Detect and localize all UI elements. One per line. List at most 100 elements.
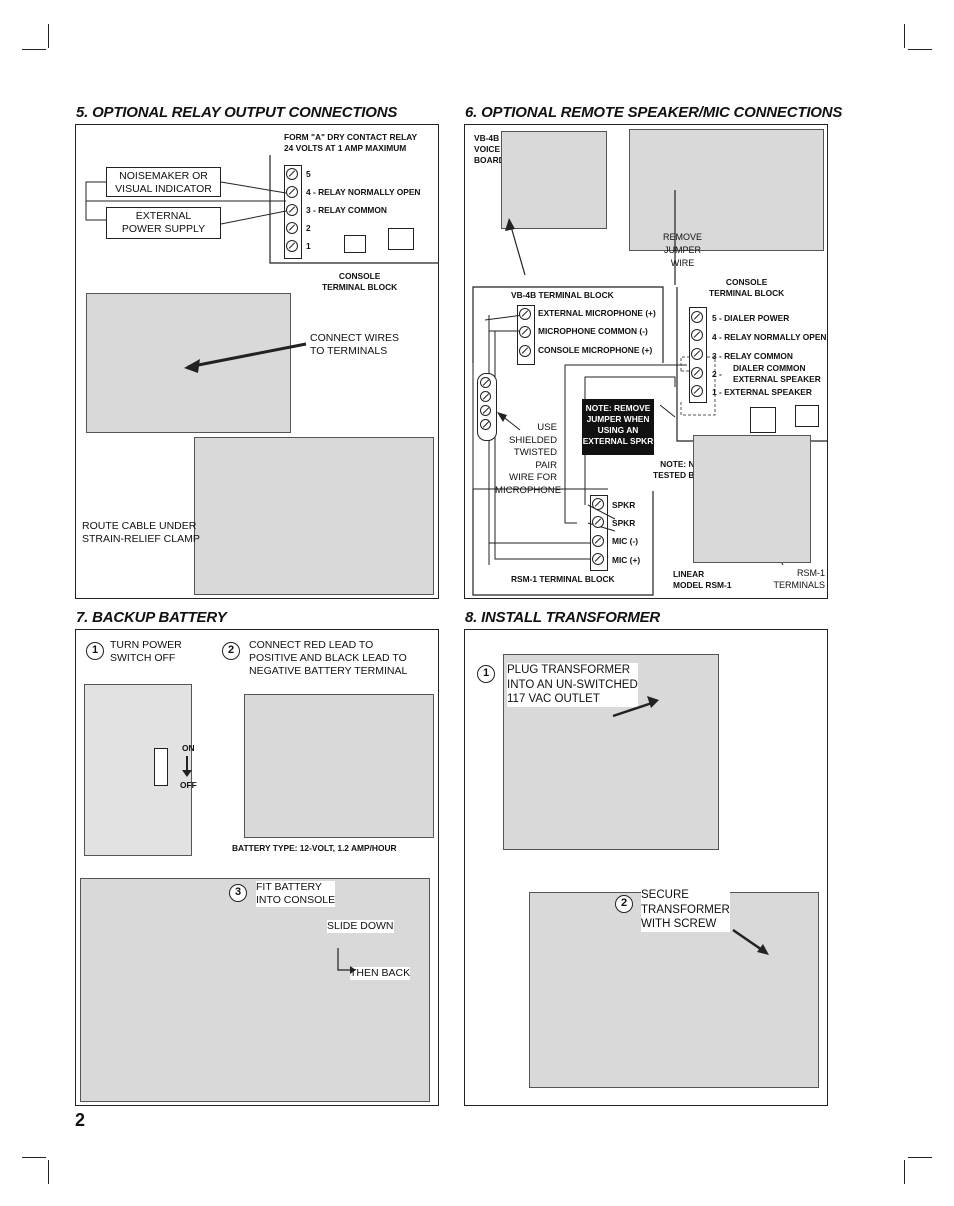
crop-mark — [48, 1160, 49, 1184]
console-board-outline — [85, 155, 438, 264]
terminal-screw — [691, 348, 703, 360]
rsm1-terminal-label: MIC (-) — [612, 536, 639, 546]
terminal-strip — [284, 165, 302, 259]
crop-mark — [904, 1160, 905, 1184]
terminal-screw — [286, 186, 298, 198]
terminal-screw — [691, 329, 703, 341]
wiring-illustration — [86, 293, 291, 433]
slide-arrow-icon — [337, 948, 356, 974]
console-terminal-label: 5 - DIALER POWER — [712, 313, 790, 323]
terminal-screw — [592, 553, 604, 565]
terminal-label: 2 — [306, 223, 311, 233]
terminal-label: 4 - RELAY NORMALLY OPEN — [306, 187, 421, 197]
vb4b-terminal-block-label: VB-4B TERMINAL BLOCK — [511, 290, 614, 300]
arrow-icon — [612, 696, 769, 955]
terminal-screw — [519, 326, 531, 338]
phone-jack-icon — [795, 405, 819, 427]
crop-mark — [22, 49, 46, 50]
step-2-icon: 2 — [615, 895, 633, 913]
terminal-screw — [286, 204, 298, 216]
terminal-screw — [286, 222, 298, 234]
rsm1-illustration — [693, 435, 811, 563]
phone-jack-icon — [388, 228, 414, 250]
console-terminal-label: DIALER COMMON EXTERNAL SPEAKER — [733, 363, 821, 384]
off-label: OFF — [180, 780, 197, 790]
crop-mark — [908, 1157, 932, 1158]
terminal-screw — [691, 367, 703, 379]
terminal-label: 5 — [306, 169, 311, 179]
twist-icon — [480, 391, 491, 402]
arrow-down-icon — [182, 770, 192, 777]
remove-jumper-label: REMOVE JUMPER WIRE — [663, 232, 703, 268]
rsm1-terminals-label: RSM-1 TERMINALS — [773, 568, 825, 590]
console-terminal-block-label: CONSOLE TERMINAL BLOCK — [709, 277, 785, 298]
battery-type-label: BATTERY TYPE: 12-VOLT, 1.2 AMP/HOUR — [232, 843, 397, 853]
power-switch-illustration — [84, 684, 192, 856]
console-terminal-label: 3 - RELAY COMMON — [712, 351, 793, 361]
rsm1-terminal-block-label: RSM-1 TERMINAL BLOCK — [511, 574, 615, 584]
section-5-title: 5. OPTIONAL RELAY OUTPUT CONNECTIONS — [76, 104, 398, 121]
terminal-screw — [691, 385, 703, 397]
step-2-label: SECURE TRANSFORMER WITH SCREW — [641, 888, 730, 932]
page-number: 2 — [75, 1110, 86, 1130]
strain-relief-illustration — [194, 437, 434, 595]
section-8-title: 8. INSTALL TRANSFORMER — [465, 609, 661, 626]
crop-mark — [48, 24, 49, 48]
twist-icon — [480, 405, 491, 416]
console-terminal-label: 1 - EXTERNAL SPEAKER — [712, 387, 812, 397]
terminal-screw — [286, 168, 298, 180]
rsm1-terminal-label: SPKR — [612, 518, 636, 528]
relay-header: FORM "A" DRY CONTACT RELAY 24 VOLTS AT 1… — [284, 132, 418, 153]
phone-jack-icon — [344, 235, 366, 253]
terminal-screw — [519, 345, 531, 357]
jumper-illustration — [629, 129, 824, 251]
step-1-label: PLUG TRANSFORMER INTO AN UN-SWITCHED 117… — [507, 663, 638, 707]
crop-mark — [908, 49, 932, 50]
terminal-screw — [519, 308, 531, 320]
crop-mark — [22, 1157, 46, 1158]
vb4b-terminal-label: MICROPHONE COMMON (-) — [538, 326, 648, 336]
vb4b-board-label: VB-4B VOICE BOARD — [474, 133, 505, 165]
step-3-icon: 3 — [229, 884, 247, 902]
rsm1-terminal-label: MIC (+) — [612, 555, 641, 565]
vb4b-terminal-label: CONSOLE MICROPHONE (+) — [538, 345, 653, 355]
step-2-label: CONNECT RED LEAD TO POSITIVE AND BLACK L… — [249, 639, 408, 677]
vb4b-terminal-strip — [517, 305, 535, 365]
battery-leads-illustration — [244, 694, 434, 838]
section-7-title: 7. BACKUP BATTERY — [76, 609, 227, 626]
twist-icon — [480, 377, 491, 388]
section-6-panel: VB-4B VOICE BOARD REMOVE JUMPER WIRE CON… — [464, 124, 828, 599]
rsm1-terminal-label: SPKR — [612, 500, 636, 510]
section-8-panel: 1 PLUG TRANSFORMER INTO AN UN-SWITCHED 1… — [464, 629, 828, 1106]
on-label: ON — [182, 743, 195, 753]
terminal-screw — [592, 498, 604, 510]
use-shielded-label: USE SHIELDED TWISTED PAIR WIRE FOR MICRO… — [495, 422, 562, 496]
terminal-screw — [691, 311, 703, 323]
fit-battery-illustration — [80, 878, 430, 1102]
terminal-screw — [592, 535, 604, 547]
route-cable-label: ROUTE CABLE UNDER STRAIN-RELIEF CLAMP — [82, 520, 200, 545]
terminal-label: 1 — [306, 241, 311, 251]
crop-mark — [904, 24, 905, 48]
console-terminal-block-label: CONSOLE TERMINAL BLOCK — [322, 271, 398, 292]
terminal-label: 3 - RELAY COMMON — [306, 205, 387, 215]
slide-down-label: SLIDE DOWN — [327, 920, 394, 933]
arrow-down-icon — [186, 756, 188, 772]
power-switch[interactable] — [154, 748, 168, 786]
step-2-icon: 2 — [222, 642, 240, 660]
note-remove-jumper: NOTE: REMOVE JUMPER WHEN USING AN EXTERN… — [582, 399, 654, 455]
voice-board-illustration — [501, 131, 607, 229]
then-back-label: THEN BACK — [350, 967, 411, 980]
twist-icon — [480, 419, 491, 430]
connect-wires-label: CONNECT WIRES TO TERMINALS — [310, 332, 400, 357]
rsm1-terminal-strip — [590, 495, 608, 571]
vb4b-terminal-label: EXTERNAL MICROPHONE (+) — [538, 308, 656, 318]
console-terminal-label: 2 - — [712, 369, 722, 379]
phone-jack-icon — [750, 407, 776, 433]
step-1-icon: 1 — [477, 665, 495, 683]
power-supply-box: EXTERNAL POWER SUPPLY — [106, 207, 221, 239]
terminal-screw — [592, 516, 604, 528]
step-1-icon: 1 — [86, 642, 104, 660]
section-6-title: 6. OPTIONAL REMOTE SPEAKER/MIC CONNECTIO… — [465, 104, 843, 121]
linear-model-label: LINEAR MODEL RSM-1 — [673, 569, 732, 590]
